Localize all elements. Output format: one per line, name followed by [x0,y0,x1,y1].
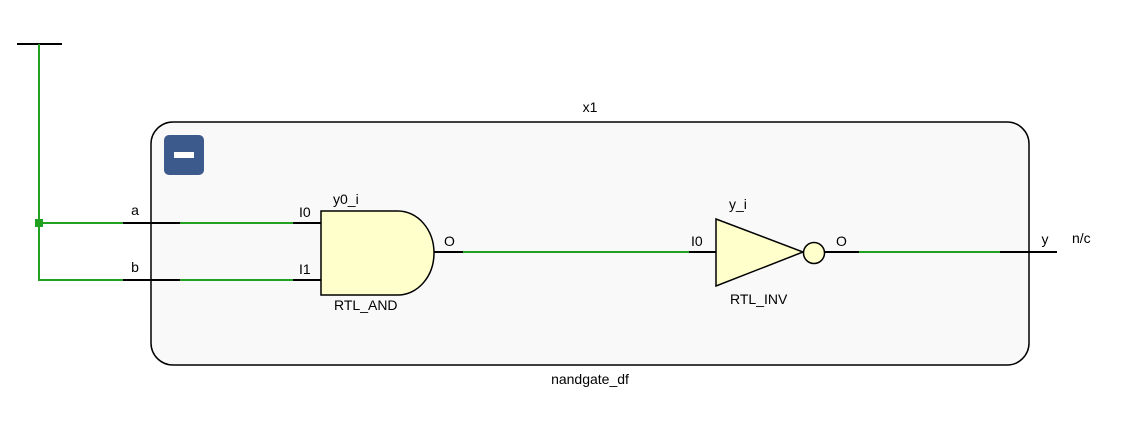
instance-name: x1 [583,99,598,115]
port-b-label: b [131,259,139,275]
module-box[interactable] [150,121,1030,366]
net-supply [38,44,123,281]
inv-gate-type: RTL_INV [730,291,788,307]
and-gate[interactable] [320,210,435,296]
module-name: nandgate_df [551,371,629,387]
port-y-label: y [1042,231,1049,247]
inv-pin-i0: I0 [691,233,703,249]
net-junction [35,219,43,227]
net-wires [38,44,1000,281]
and-gate-instance: y0_i [333,191,359,207]
and-pin-i1: I1 [299,261,311,277]
inverter-bubble [802,241,826,265]
port-nc-label: n/c [1072,230,1091,246]
inv-pin-o: O [836,233,847,249]
collapse-button[interactable] [164,135,204,175]
minus-icon [174,152,194,158]
inverter-gate[interactable] [715,217,826,288]
and-pin-o: O [444,233,455,249]
port-stubs [123,222,1057,281]
and-gate-type: RTL_AND [334,297,398,313]
port-a-label: a [131,202,139,218]
and-pin-i0: I0 [299,204,311,220]
inv-gate-instance: y_i [729,196,747,212]
